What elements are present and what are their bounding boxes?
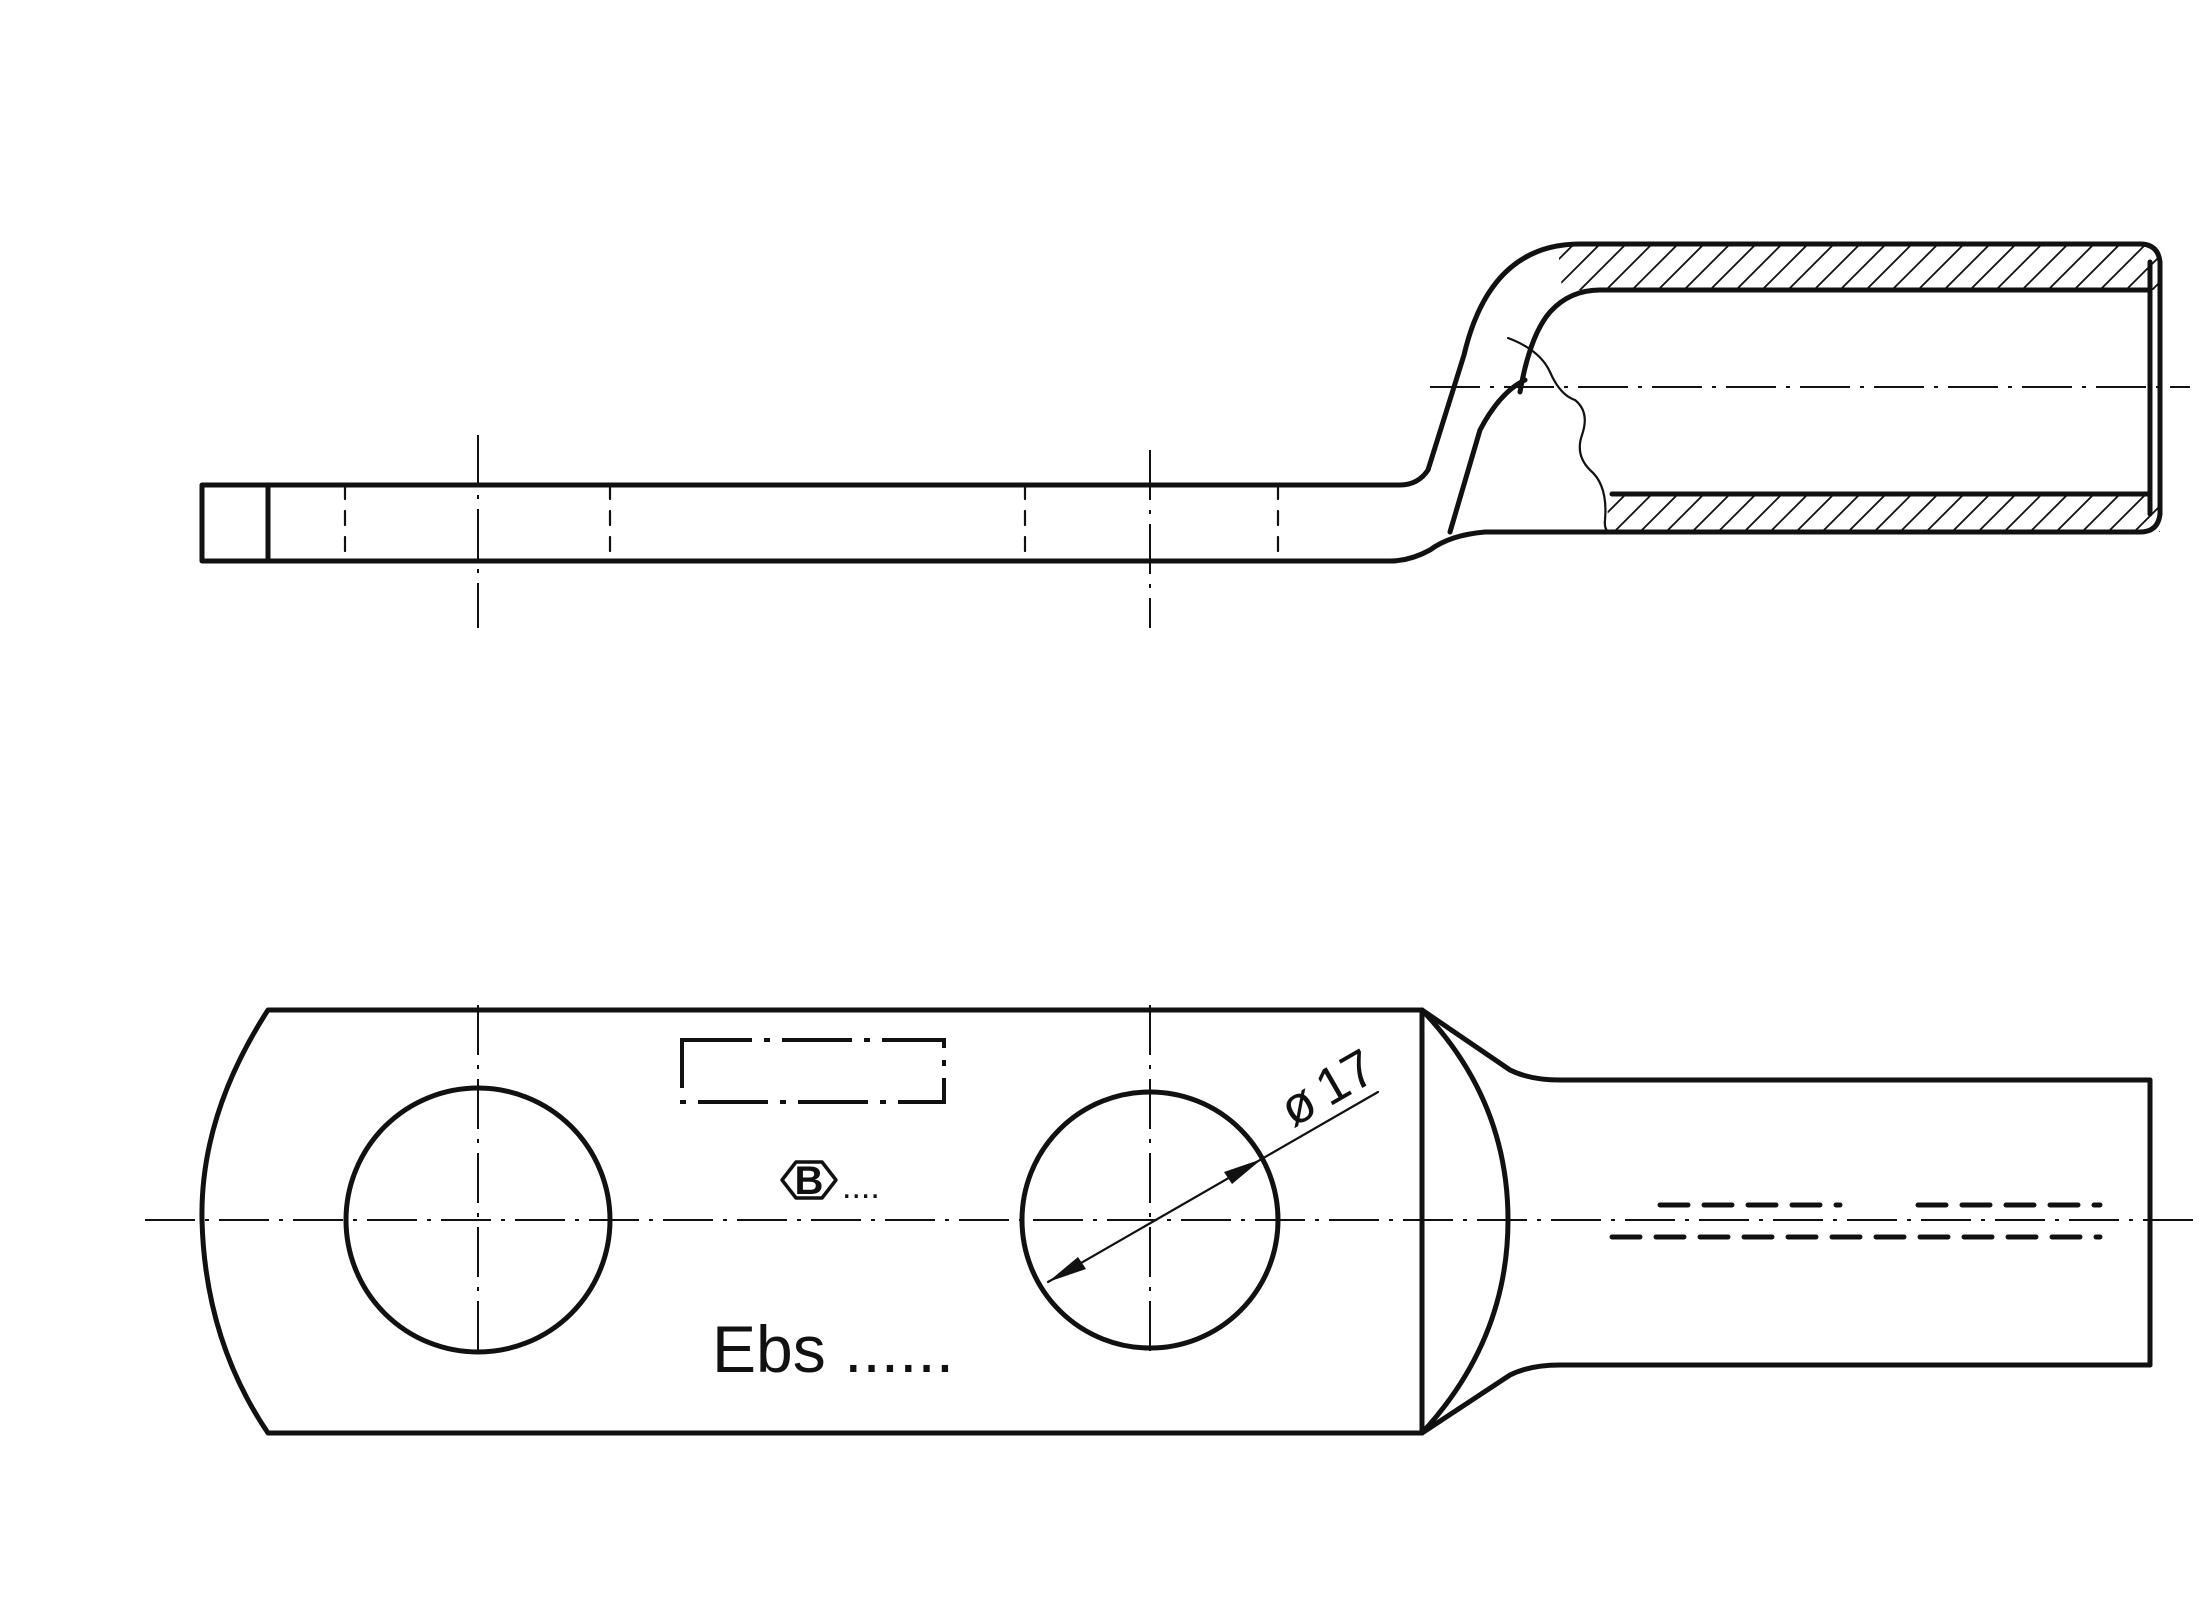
hatch-line <box>1681 244 1735 290</box>
hatch-line <box>1655 244 1709 290</box>
hatch-line <box>1689 494 1733 532</box>
hatch-line <box>1785 244 1839 290</box>
hatch-line <box>1611 494 1655 532</box>
hatch-line <box>1629 244 1683 290</box>
hatch-line <box>2053 494 2097 532</box>
hatch-line <box>2105 494 2149 532</box>
hatch-line <box>1975 494 2019 532</box>
hatch-top-wall <box>1558 244 2160 290</box>
hatch-line <box>1637 494 1681 532</box>
hatch-line <box>1560 492 1602 534</box>
hatch-line <box>1967 244 2021 290</box>
marking-field <box>680 1038 946 1104</box>
hatch-line <box>2071 244 2125 290</box>
hatch-line <box>1941 244 1995 290</box>
hatch-line <box>1715 494 1759 532</box>
side-hidden-hole-lines <box>343 483 1280 563</box>
side-view-outline <box>199 241 2163 564</box>
hatch-line <box>2097 244 2151 290</box>
barrel-hidden-lines <box>1609 1202 2103 1240</box>
hatch-line <box>1993 244 2047 290</box>
hatch-line <box>1663 494 1707 532</box>
hatch-line <box>1819 494 1863 532</box>
barrel-bore-lower-line <box>1447 377 2153 535</box>
hatch-line <box>1837 244 1891 290</box>
hatch-line <box>1949 494 1993 532</box>
hatch-line <box>2123 244 2160 290</box>
hatch-line <box>1793 494 1837 532</box>
hatch-line <box>1915 244 1969 290</box>
barrel-outline <box>1419 1007 2153 1436</box>
hatch-line <box>2149 244 2160 290</box>
hatch-line <box>2045 244 2099 290</box>
hatch-line <box>2157 494 2160 532</box>
side-view <box>199 241 2190 628</box>
hatch-line <box>1759 244 1813 290</box>
hatch-line <box>2001 494 2045 532</box>
hatch-line <box>1923 494 1967 532</box>
diameter-label: ø17 <box>1270 1038 1385 1138</box>
hatch-line <box>1603 244 1657 290</box>
hatch-line <box>1741 494 1785 532</box>
hatch-line <box>1897 494 1941 532</box>
marking-text: Ebs ...... <box>712 1312 954 1386</box>
shoulder-arc <box>1419 1007 1511 1436</box>
hatch-line <box>1707 244 1761 290</box>
logo-letter: B <box>795 1159 824 1203</box>
hatch-line <box>1889 244 1943 290</box>
hatch-line <box>1577 244 1631 290</box>
hatch-line <box>2019 244 2073 290</box>
logo-suffix: .... <box>842 1168 880 1206</box>
hatch-bottom-wall <box>1560 492 2160 534</box>
hatch-line <box>1607 494 1629 532</box>
break-line <box>1506 336 1610 534</box>
hatch-line <box>2131 494 2160 532</box>
hatch-line <box>1558 244 1579 290</box>
barrel-bore-outline <box>1517 287 2153 395</box>
hatch-line <box>1845 494 1889 532</box>
hatch-line <box>2079 494 2123 532</box>
top-view-palm-outline <box>199 1007 1425 1436</box>
hatch-line <box>1871 494 1915 532</box>
manufacturer-logo: B .... <box>780 1159 880 1206</box>
hatch-line <box>1863 244 1917 290</box>
top-view: ø17 B .... Ebs ...... <box>145 1005 2200 1436</box>
hatch-line <box>2027 494 2071 532</box>
hatch-line <box>1733 244 1787 290</box>
hatch-line <box>1767 494 1811 532</box>
hatch-line <box>1811 244 1865 290</box>
diameter-dimension: ø17 <box>1046 1038 1385 1284</box>
